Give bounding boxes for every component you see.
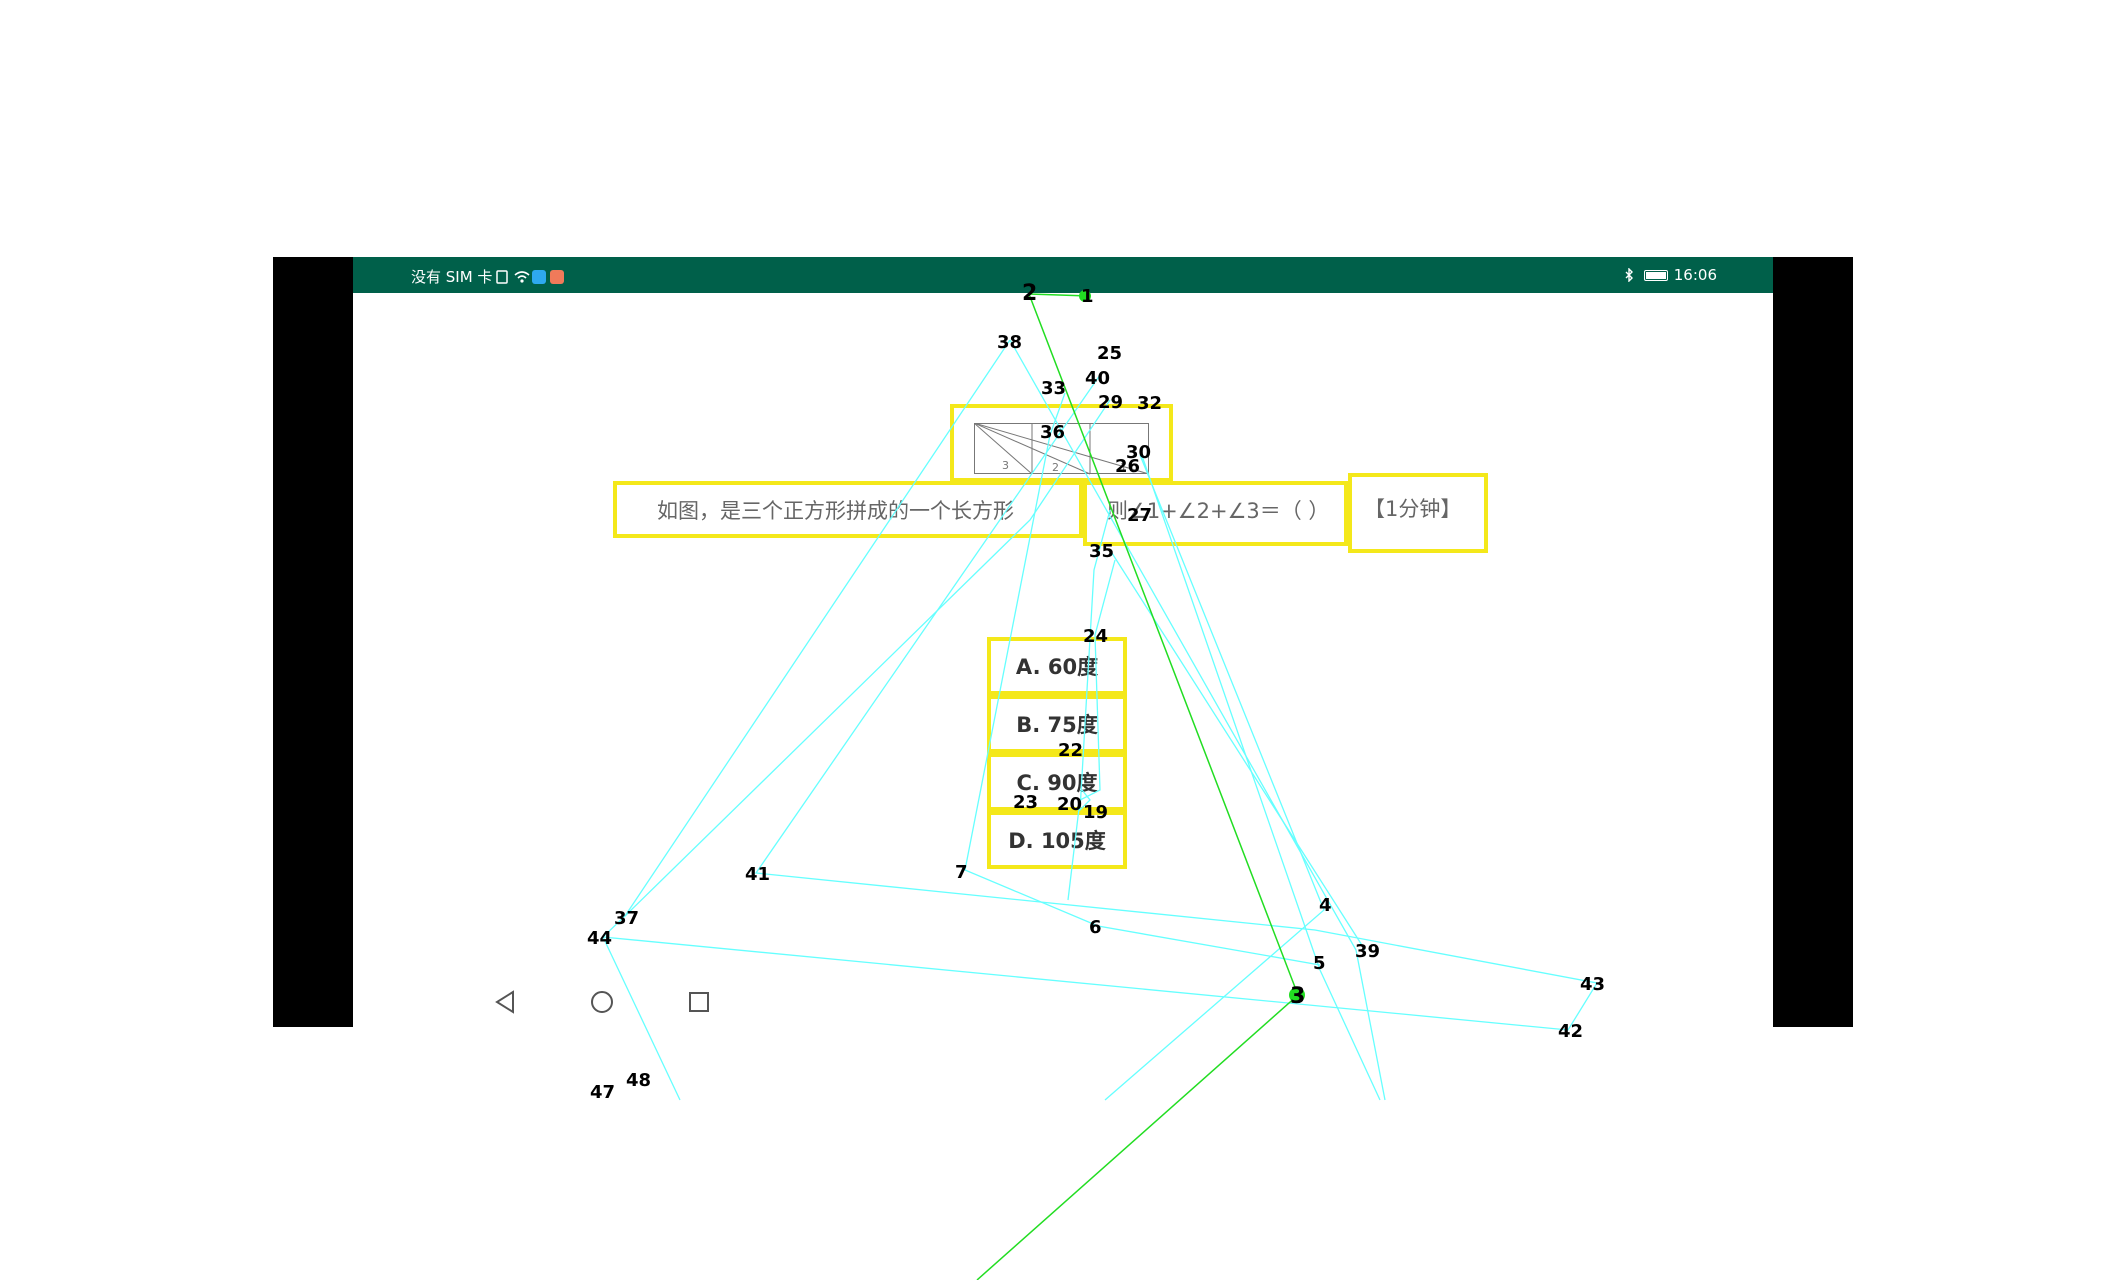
question-text-part1: 如图，是三个正方形拼成的一个长方形 bbox=[613, 481, 1083, 538]
status-left: 没有 SIM 卡 bbox=[411, 266, 565, 287]
home-button[interactable] bbox=[572, 977, 632, 1027]
question-figure: 3 2 1 bbox=[950, 404, 1173, 482]
three-squares-figure: 3 2 1 bbox=[974, 423, 1150, 475]
letterbox-left bbox=[273, 257, 353, 1027]
trace-marker: 47 bbox=[590, 1082, 615, 1103]
question-time-label: 【1分钟】 bbox=[1348, 473, 1488, 553]
question-text-part2: 则∠1+∠2+∠3＝（ ） bbox=[1083, 481, 1348, 546]
navigation-bar bbox=[353, 977, 1773, 1027]
trace-marker: 48 bbox=[626, 1070, 651, 1091]
angle-label-3: 3 bbox=[1002, 459, 1009, 472]
angle-label-2: 2 bbox=[1052, 461, 1059, 474]
circle-home-icon bbox=[591, 991, 613, 1013]
status-time: 16:06 bbox=[1673, 266, 1717, 284]
battery-icon bbox=[1643, 269, 1668, 281]
option-b-button[interactable]: B. 75度 bbox=[987, 695, 1127, 753]
recent-apps-button[interactable] bbox=[669, 977, 729, 1027]
bluetooth-icon bbox=[1624, 267, 1638, 283]
option-d-button[interactable]: D. 105度 bbox=[987, 811, 1127, 869]
carrier-text: 没有 SIM 卡 bbox=[411, 268, 493, 286]
message-notification-icon bbox=[550, 269, 565, 284]
device-screen: 没有 SIM 卡 16:06 bbox=[353, 257, 1773, 1027]
back-button[interactable] bbox=[475, 977, 535, 1027]
letterbox-right bbox=[1773, 257, 1853, 1027]
sim-icon bbox=[496, 269, 510, 284]
angle-label-1: 1 bbox=[1120, 461, 1127, 474]
square-recent-icon bbox=[689, 992, 709, 1012]
option-c-button[interactable]: C. 90度 bbox=[987, 753, 1127, 811]
status-bar: 没有 SIM 卡 16:06 bbox=[353, 257, 1773, 293]
triangle-back-icon bbox=[495, 990, 514, 1014]
wifi-icon bbox=[514, 270, 530, 284]
app-notification-icon bbox=[532, 269, 547, 284]
option-a-button[interactable]: A. 60度 bbox=[987, 637, 1127, 695]
status-right: 16:06 bbox=[1624, 266, 1717, 284]
